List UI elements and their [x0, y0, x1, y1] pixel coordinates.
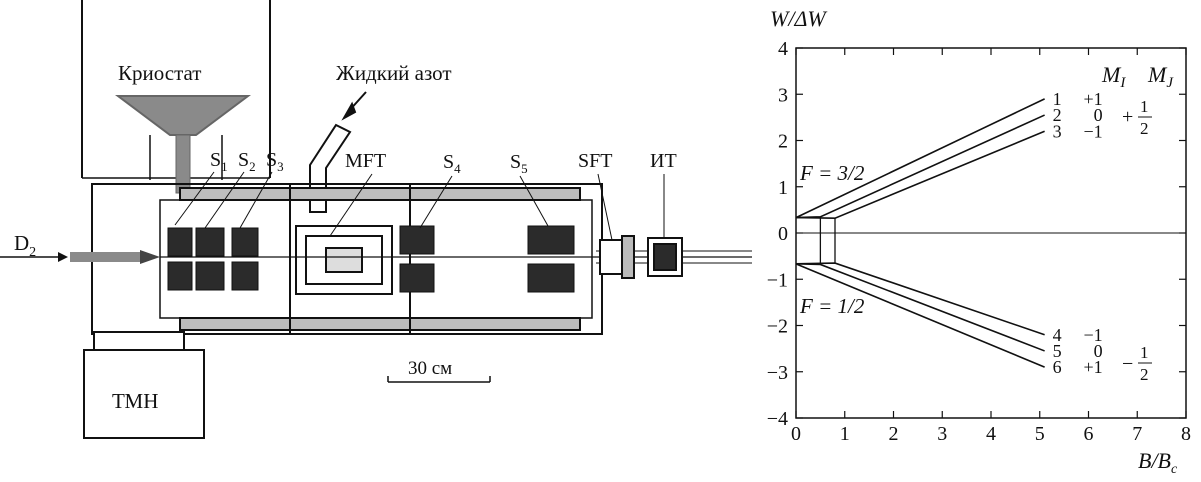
series-number-label: 2 — [1053, 105, 1062, 125]
mft-label: MFT — [345, 150, 386, 172]
x-tick-label: 2 — [889, 423, 899, 445]
series-mi-label: 0 — [1094, 105, 1103, 125]
magnet-label-s1: S1 — [210, 149, 228, 174]
series-labels: 1 +1 2 0 3 −1 4 −1 5 0 6 +1 — [1053, 89, 1103, 377]
x-tick-label: 1 — [840, 423, 850, 445]
pump — [83, 331, 205, 439]
magnet-label-s3: S3 — [266, 149, 284, 174]
y-tick-label: 0 — [778, 223, 788, 245]
svg-text:2: 2 — [1140, 365, 1149, 384]
group-label-f32: F = 3/2 — [799, 161, 865, 185]
svg-text:2: 2 — [1140, 119, 1149, 138]
y-tick-label: 2 — [778, 131, 788, 153]
series-layer — [795, 98, 1045, 368]
cryostat — [81, 0, 271, 194]
magnet-blocks — [167, 225, 575, 293]
y-tick-label: −4 — [767, 408, 788, 430]
x-tick-label: 5 — [1035, 423, 1045, 445]
series-number-label: 3 — [1053, 121, 1062, 141]
cryostat-label: Криостат — [118, 61, 201, 85]
scale-bar — [387, 376, 491, 383]
mft-cavity — [295, 225, 393, 295]
series-number-label: 6 — [1053, 357, 1062, 377]
x-tick-label: 0 — [791, 423, 801, 445]
series-mi-label: +1 — [1083, 89, 1102, 109]
y-tick-label: −1 — [767, 269, 788, 291]
mj-value-upper: + 1 2 — [1122, 97, 1152, 138]
series-mi-label: −1 — [1083, 325, 1102, 345]
beam-label: D2 — [14, 231, 36, 260]
group-label-f12: F = 1/2 — [799, 294, 865, 318]
series-number-label: 4 — [1053, 325, 1062, 345]
svg-text:1: 1 — [1140, 343, 1149, 362]
x-tick-label: 6 — [1084, 423, 1094, 445]
series-mi-label: −1 — [1083, 121, 1102, 141]
leader-lines — [174, 171, 665, 241]
y-tick-label: 3 — [778, 84, 788, 106]
svg-text:+: + — [1122, 106, 1133, 128]
series-number-label: 5 — [1053, 341, 1062, 361]
x-tick-label: 3 — [937, 423, 947, 445]
it-label: ИТ — [650, 150, 677, 172]
y-tick-label: −3 — [767, 362, 788, 384]
magnet-label-s5: S5 — [510, 151, 528, 176]
series-line-6 — [795, 263, 1045, 368]
sft-and-it — [599, 235, 683, 279]
x-tick-label: 4 — [986, 423, 996, 445]
x-tick-label: 7 — [1132, 423, 1142, 445]
sft-label: SFT — [578, 150, 612, 172]
mj-column-header: MJ — [1147, 62, 1174, 91]
mj-value-lower: − 1 2 — [1122, 343, 1152, 384]
series-line-1 — [795, 98, 1045, 219]
series-mi-label: 0 — [1094, 341, 1103, 361]
vacuum-chamber — [91, 183, 603, 335]
apparatus-schematic: Криостат Жидкий азот — [0, 0, 752, 439]
svg-text:1: 1 — [1140, 97, 1149, 116]
magnet-label-s2: S2 — [238, 149, 256, 174]
y-tick-label: −2 — [767, 316, 788, 338]
y-tick-label: 1 — [778, 177, 788, 199]
nitrogen-label: Жидкий азот — [336, 61, 452, 85]
series-number-label: 1 — [1053, 89, 1062, 109]
y-tick-label: 4 — [778, 38, 788, 60]
svg-text:−: − — [1122, 353, 1133, 375]
x-tick-label: 8 — [1181, 423, 1191, 445]
scale-label: 30 см — [408, 358, 452, 379]
series-mi-label: +1 — [1083, 357, 1102, 377]
pump-label: ТМН — [112, 389, 158, 413]
y-axis-label: W/ΔW — [770, 6, 827, 31]
magnet-label-s4: S4 — [443, 151, 461, 176]
mi-column-header: MI — [1101, 62, 1126, 91]
x-axis-label: B/Bc — [1138, 448, 1178, 477]
